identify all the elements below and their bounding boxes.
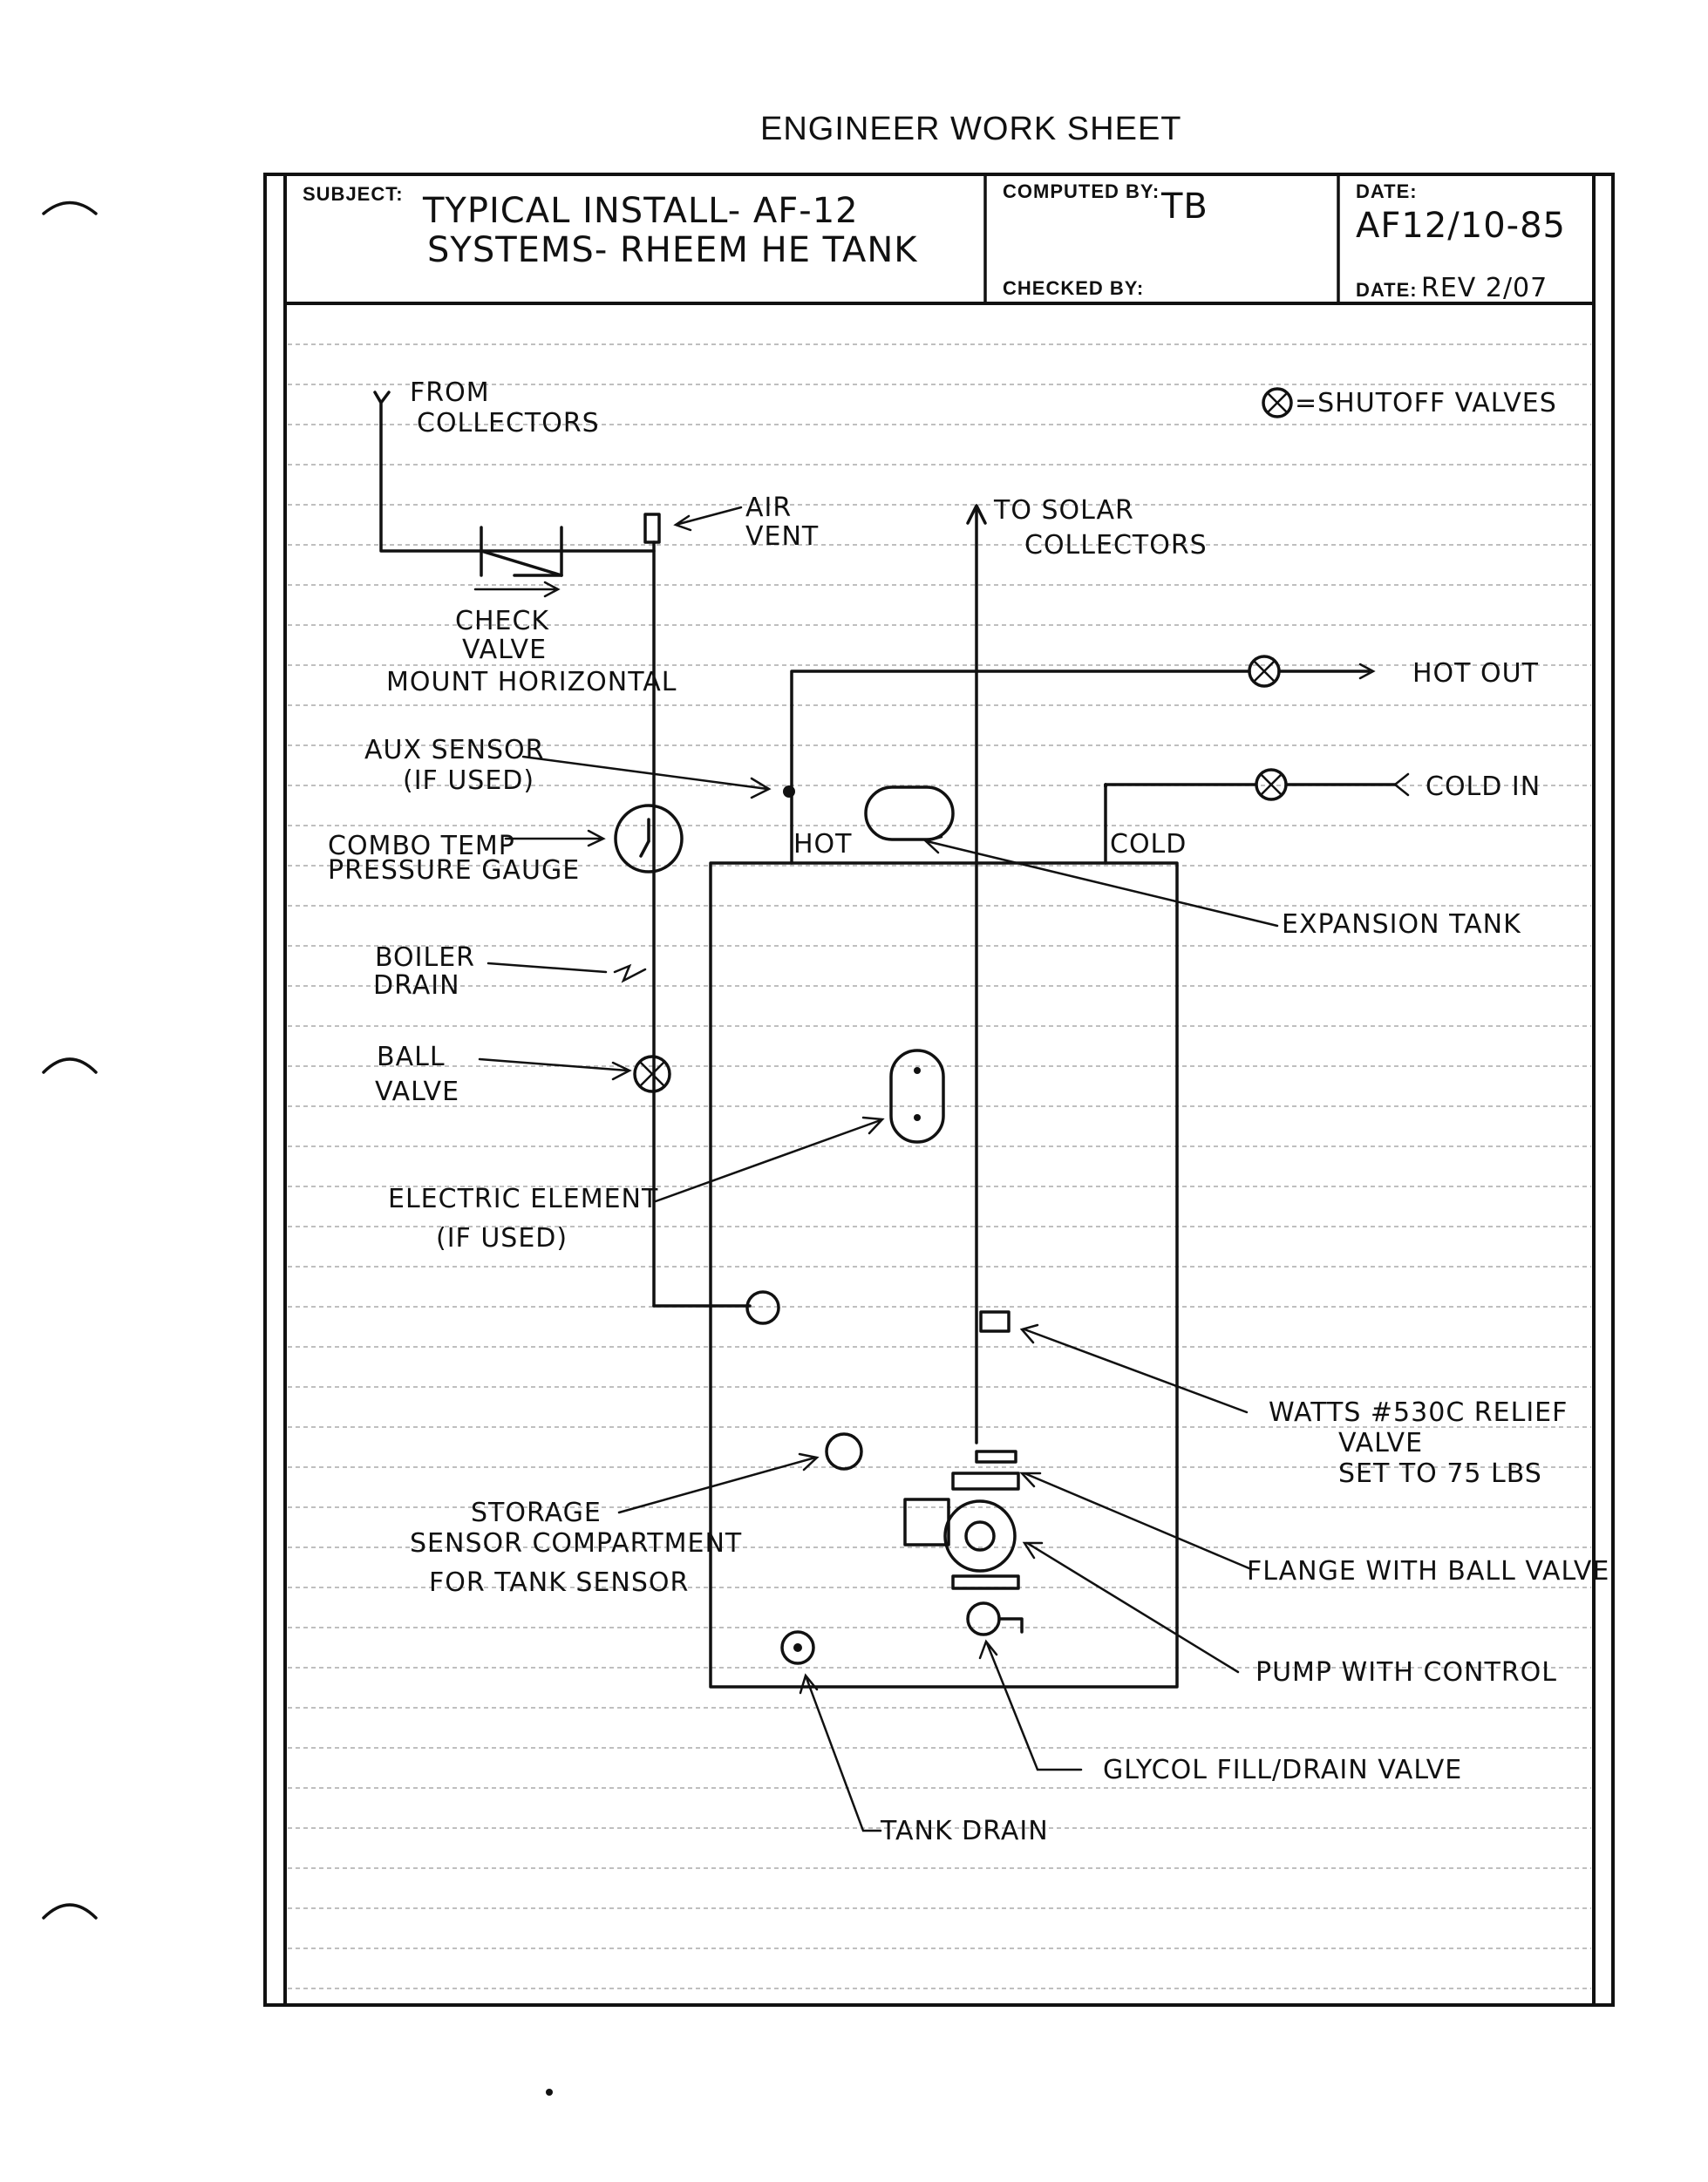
cold-in-arrow: [1392, 772, 1410, 797]
pump-label: PUMP WITH CONTROL: [1255, 1657, 1557, 1688]
supply-pipe-arrow: [966, 504, 987, 525]
cold-in-label: COLD IN: [1426, 772, 1541, 802]
upper-tank-port: [745, 1290, 780, 1325]
aux-sensor-label-1: AUX SENSOR: [364, 735, 545, 765]
from-collectors-label-2: COLLECTORS: [417, 408, 600, 438]
hot-out-shutoff-valve: [1248, 655, 1281, 688]
relief-valve-label-2: VALVE: [1338, 1428, 1423, 1458]
date-label: DATE:: [1356, 180, 1418, 202]
pump-assembly: [903, 1450, 1024, 1636]
binder-hole-middle: [42, 1057, 98, 1074]
glycol-label: GLYCOL FILL/DRAIN VALVE: [1103, 1755, 1462, 1785]
aux-sensor-label-2: (IF USED): [403, 765, 534, 796]
relief-valve-label-3: SET TO 75 LBS: [1338, 1458, 1542, 1489]
computed-by-label: COMPUTED BY:: [1003, 180, 1160, 202]
ball-valve-arrow: [478, 1057, 632, 1081]
expansion-tank-label: EXPANSION TANK: [1282, 909, 1521, 940]
relief-valve-symbol: [979, 1310, 1011, 1333]
storage-sensor-label-2: SENSOR COMPARTMENT: [410, 1528, 742, 1559]
binder-hole-top: [42, 201, 98, 215]
storage-tank: [709, 861, 1179, 1689]
subject-line-2: SYSTEMS- RHEEM HE TANK: [427, 230, 918, 270]
checked-by-label: CHECKED BY:: [1003, 277, 1144, 299]
relief-valve-label-1: WATTS #530C RELIEF: [1269, 1397, 1568, 1428]
sheet-frame: [263, 173, 1615, 2007]
ball-valve-symbol: [633, 1055, 671, 1093]
storage-sensor-port: [825, 1432, 863, 1471]
computed-by-value: TB: [1160, 187, 1208, 227]
subject-line-1: TYPICAL INSTALL- AF-12: [422, 191, 859, 231]
relief-valve-arrow: [1019, 1323, 1249, 1414]
aux-sensor-dot: [783, 785, 795, 798]
ball-valve-label-1: BALL: [377, 1042, 446, 1072]
ball-valve-label-2: VALVE: [375, 1077, 459, 1107]
tank-drain-symbol: [780, 1630, 815, 1665]
aux-sensor-arrow: [521, 755, 772, 799]
date-rev-label: DATE:: [1356, 279, 1418, 301]
from-collectors-label-1: FROM: [410, 377, 490, 408]
check-valve-label-2: VALVE: [462, 635, 547, 665]
sheet-title: ENGINEER WORK SHEET: [760, 111, 1182, 147]
storage-sensor-label-3: FOR TANK SENSOR: [429, 1567, 689, 1598]
hot-out-arrow: [1358, 663, 1376, 680]
ruled-lines: [288, 343, 1591, 1989]
hot-out-pipe: [790, 670, 1251, 795]
check-valve-arrow: [473, 581, 561, 598]
boiler-drain-label-1: BOILER: [375, 942, 475, 973]
electric-element-label-1: ELECTRIC ELEMENT: [388, 1184, 658, 1214]
pump-arrow: [1022, 1541, 1240, 1674]
storage-sensor-label-1: STORAGE: [471, 1498, 602, 1528]
check-valve-label-1: CHECK: [455, 606, 549, 636]
cold-in-shutoff-valve: [1255, 768, 1288, 801]
check-valve-symbol: [480, 526, 563, 577]
storage-sensor-arrow: [617, 1452, 820, 1514]
electric-element-arrow: [654, 1116, 885, 1203]
boiler-drain-symbol: [613, 963, 647, 983]
subject-label: SUBJECT:: [303, 183, 404, 205]
expansion-tank-symbol: [864, 785, 955, 841]
tank-drain-arrow: [799, 1673, 882, 1832]
legend-text: =SHUTOFF VALVES: [1295, 388, 1557, 418]
flange-label: FLANGE WITH BALL VALVE: [1247, 1556, 1609, 1587]
flange-arrow: [1019, 1472, 1253, 1571]
electric-element-port: [889, 1049, 945, 1144]
binder-hole-bottom: [42, 1903, 98, 1920]
air-vent-arrow: [673, 506, 743, 532]
boiler-drain-label-2: DRAIN: [373, 970, 460, 1001]
combo-gauge-label-2: PRESSURE GAUGE: [328, 855, 580, 886]
air-vent-symbol: [643, 513, 661, 544]
tank-drain-label: TANK DRAIN: [880, 1816, 1049, 1846]
air-vent-label-1: AIR: [745, 493, 792, 523]
tank-hot-label: HOT: [793, 829, 853, 860]
electric-element-label-2: (IF USED): [436, 1223, 568, 1254]
to-solar-label-1: TO SOLAR: [993, 495, 1134, 526]
date-value: AF12/10-85: [1356, 206, 1566, 246]
combo-gauge-arrow: [504, 829, 606, 847]
shutoff-valve-legend-icon: [1262, 387, 1293, 418]
date-rev-value: REV 2/07: [1421, 273, 1548, 303]
combo-gauge-label-1: COMBO TEMP: [328, 831, 515, 861]
boiler-drain-arrow: [487, 962, 608, 974]
to-solar-label-2: COLLECTORS: [1024, 530, 1208, 561]
hot-out-label: HOT OUT: [1412, 658, 1539, 689]
stray-mark: [546, 2089, 553, 2096]
air-vent-label-2: VENT: [745, 521, 819, 552]
tank-cold-label: COLD: [1110, 829, 1187, 860]
combo-gauge-symbol: [614, 804, 684, 873]
expansion-tank-arrow: [923, 835, 1279, 928]
check-valve-label-3: MOUNT HORIZONTAL: [386, 667, 677, 697]
glycol-arrow: [978, 1639, 1083, 1771]
